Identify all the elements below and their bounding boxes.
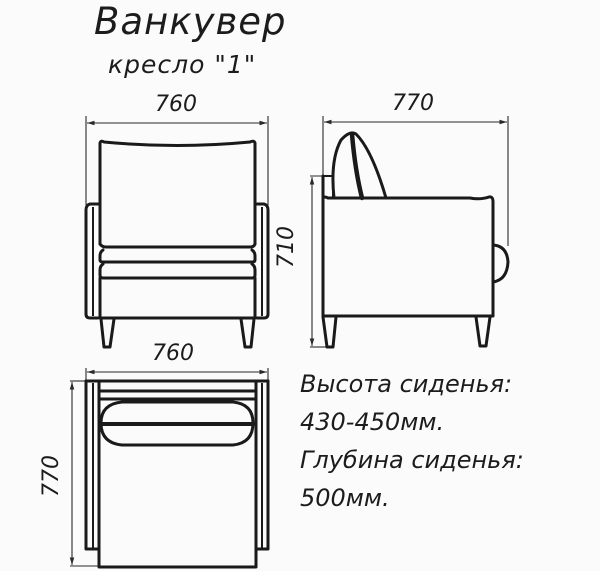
side-depth-label: 770 [392,91,434,116]
side-back-leg [321,315,338,349]
top-left-armrest [84,379,101,551]
front-width-dimension-line [85,116,269,205]
top-depth-dimension-line [69,380,99,567]
front-view [84,116,270,349]
side-front-bolster [491,243,510,284]
front-right-leg [239,317,256,349]
top-view [69,368,270,569]
front-left-armrest [84,202,100,320]
front-backrest [98,139,257,246]
front-left-leg [99,317,116,349]
seat-specs: Высота сиденья: 430-450мм. Глубина сиден… [300,365,524,517]
front-seat-cushion [98,242,257,249]
seat-height-value: 430-450мм. [300,408,445,436]
seat-depth-value: 500мм. [300,484,390,512]
side-view [309,116,510,349]
side-body [321,174,495,318]
top-width-label: 760 [152,341,194,366]
side-depth-dimension-line [322,116,509,246]
side-height-label: 710 [274,226,299,268]
front-right-armrest [255,202,270,320]
product-title: Ванкувер [94,0,287,43]
product-subtitle: кресло "1" [108,50,257,79]
top-right-armrest [254,379,270,551]
front-width-label: 760 [155,92,197,117]
seat-depth-label: Глубина сиденья: [300,446,524,474]
seat-height-label: Высота сиденья: [300,370,513,398]
top-depth-label: 770 [39,455,64,497]
top-seat [97,379,258,569]
side-front-leg [474,315,492,348]
top-width-dimension-line [85,368,269,381]
top-bolster [99,400,255,447]
